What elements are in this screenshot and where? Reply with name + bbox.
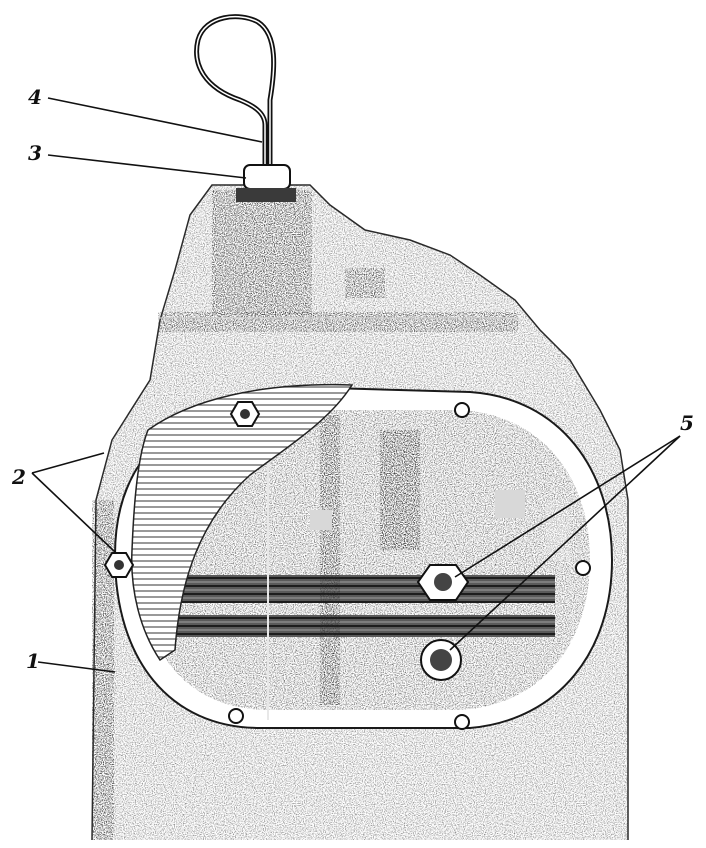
callout-labels: 4 3 2 5 1 bbox=[11, 85, 694, 673]
callout-label-4: 4 bbox=[28, 85, 42, 109]
dipstick bbox=[194, 14, 277, 170]
cover-bolts bbox=[103, 401, 261, 578]
callout-label-1: 1 bbox=[26, 649, 40, 673]
callout-label-5: 5 bbox=[680, 411, 694, 435]
leader-lines bbox=[31, 97, 681, 673]
flange-bolt-holes bbox=[228, 402, 591, 730]
callout-label-2: 2 bbox=[11, 465, 26, 489]
dipstick-nut bbox=[236, 164, 296, 202]
inspection-opening bbox=[113, 386, 614, 729]
callout-label-3: 3 bbox=[28, 141, 42, 165]
gasket-cover bbox=[131, 383, 354, 662]
